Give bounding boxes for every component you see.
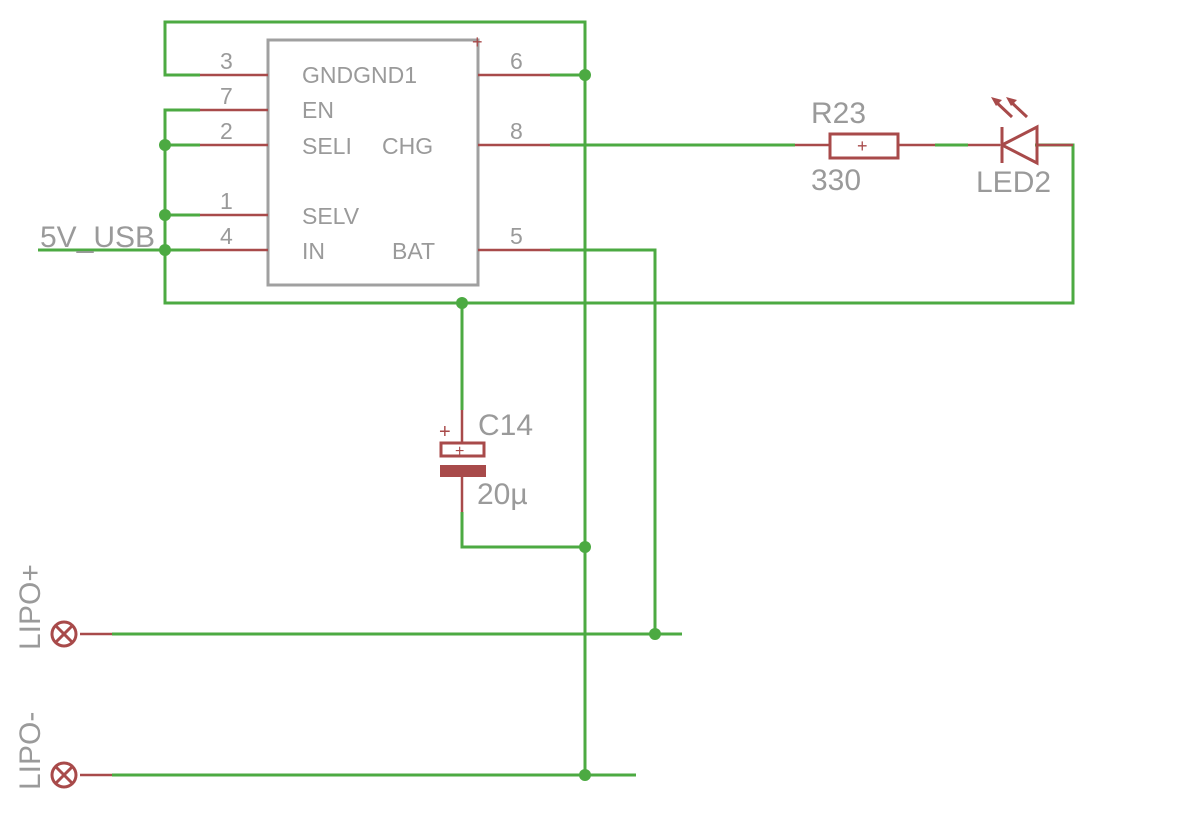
junction-dot xyxy=(456,297,468,309)
connector-lipo-minus: LIPO- xyxy=(14,712,112,790)
lipo-minus-cross xyxy=(54,765,74,785)
capacitor-c14: + + C14 20µ xyxy=(439,409,533,512)
cap-plate-positive xyxy=(439,441,486,458)
pin-name-en: EN xyxy=(302,97,334,123)
lipo-minus-label: LIPO- xyxy=(14,712,47,790)
junction-dot xyxy=(159,139,171,151)
cap-value: 20µ xyxy=(477,478,528,511)
junction-dot xyxy=(579,769,591,781)
pin-number-6: 6 xyxy=(510,48,523,74)
connector-lipo-plus: LIPO+ xyxy=(14,564,112,650)
pin-name-seli: SELI xyxy=(302,133,352,159)
pin-number-1: 1 xyxy=(220,188,233,214)
pin-number-2: 2 xyxy=(220,118,233,144)
pin-name-selv: SELV xyxy=(302,203,360,229)
resistor-origin-mark: + xyxy=(857,136,868,156)
ic-origin-mark: + xyxy=(472,32,483,52)
cap-ref: C14 xyxy=(478,409,533,442)
resistor-r23: + R23 330 xyxy=(795,97,935,197)
pin-number-3: 3 xyxy=(220,48,233,74)
ic-body xyxy=(266,38,480,287)
junction-dot xyxy=(579,69,591,81)
junctions xyxy=(159,69,661,781)
resistor-value: 330 xyxy=(811,164,861,197)
wire-cap-bottom xyxy=(460,512,585,549)
resistor-ref: R23 xyxy=(811,97,866,130)
cap-origin-mark: + xyxy=(455,443,464,460)
pin-number-5: 5 xyxy=(510,223,523,249)
pin-number-8: 8 xyxy=(510,118,523,144)
junction-dot xyxy=(159,209,171,221)
pin-name-bat: BAT xyxy=(392,238,435,264)
led-emission-arrows xyxy=(991,97,1029,119)
pin-number-7: 7 xyxy=(220,83,233,109)
junction-dot xyxy=(159,244,171,256)
led-triangle xyxy=(998,124,1039,166)
lipo-plus-label: LIPO+ xyxy=(14,564,47,650)
wire-bat xyxy=(550,248,657,634)
led-led2: LED2 xyxy=(968,97,1073,199)
wires xyxy=(38,20,1075,777)
net-label-5v-usb: 5V_USB xyxy=(40,221,155,254)
ic-charger: + 3 7 2 1 4 6 8 5 GNDGND1 EN SELI CHG SE… xyxy=(200,32,550,287)
lipo-plus-pad xyxy=(50,620,78,648)
cap-plate-negative xyxy=(440,465,486,477)
pin-number-4: 4 xyxy=(220,223,233,249)
pin-name-chg: CHG xyxy=(382,133,433,159)
lipo-plus-cross xyxy=(54,624,74,644)
junction-dot xyxy=(649,628,661,640)
cap-polarity: + xyxy=(439,421,451,443)
pin-name-in: IN xyxy=(302,238,325,264)
junction-dot xyxy=(579,541,591,553)
lipo-minus-pad xyxy=(50,761,78,789)
pin-name-gnd: GNDGND1 xyxy=(302,62,417,88)
led-ref: LED2 xyxy=(976,166,1051,199)
